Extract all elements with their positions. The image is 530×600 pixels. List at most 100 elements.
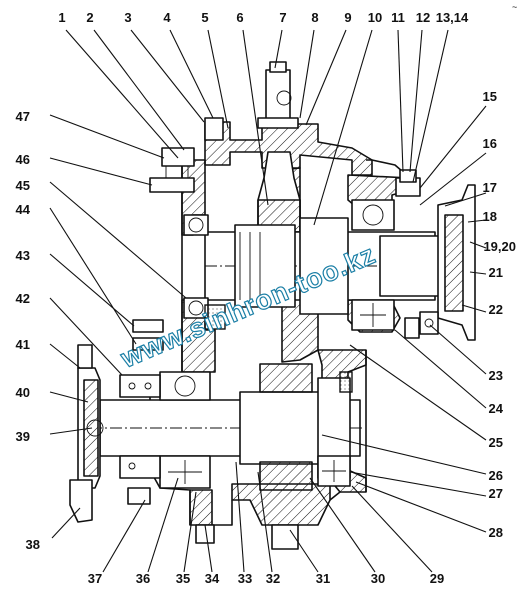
lower-right-bearing [317, 455, 351, 487]
callout-label-45: 45 [16, 178, 30, 193]
leader-line-38 [51, 507, 81, 539]
callout-label-13-14: 13,14 [436, 10, 469, 25]
leader-line-3 [130, 29, 205, 123]
callout-label-6: 6 [236, 10, 243, 25]
callout-label-38: 38 [26, 537, 40, 552]
callout-label-35: 35 [176, 571, 190, 586]
upper-left-bearing [183, 214, 209, 319]
callout-label-11: 11 [391, 10, 405, 25]
callout-label-5: 5 [201, 10, 208, 25]
callout-label-12: 12 [416, 10, 430, 25]
leader-line-26 [321, 434, 487, 475]
callout-label-33: 33 [238, 571, 252, 586]
leader-line-30 [309, 477, 376, 573]
leader-line-16 [419, 152, 487, 206]
callout-label-36: 36 [136, 571, 150, 586]
callout-label-22: 22 [489, 302, 503, 317]
leader-line-34 [204, 524, 213, 573]
leader-line-4 [169, 29, 214, 119]
upper-right-bearing [351, 199, 395, 331]
lower-left-bearing [159, 371, 211, 489]
leader-line-32 [257, 471, 273, 573]
callout-label-39: 39 [16, 429, 30, 444]
leader-line-24 [394, 329, 487, 409]
callout-label-41: 41 [16, 337, 30, 352]
leader-line-43 [49, 253, 135, 327]
callout-label-27: 27 [489, 486, 503, 501]
callout-label-24: 24 [489, 401, 504, 416]
callout-label-10: 10 [368, 10, 382, 25]
leader-line-46 [49, 157, 153, 186]
callout-label-46: 46 [16, 152, 30, 167]
leader-line-1 [65, 29, 179, 159]
callout-label-25: 25 [489, 435, 503, 450]
callout-label-26: 26 [489, 468, 503, 483]
callout-label-7: 7 [279, 10, 286, 25]
leader-line-41 [49, 343, 81, 369]
leader-line-9 [305, 29, 347, 126]
callout-label-44: 44 [16, 202, 31, 217]
callout-label-40: 40 [16, 385, 30, 400]
upper-shaft [204, 217, 443, 315]
callout-label-15: 15 [483, 89, 497, 104]
leader-line-28 [355, 481, 487, 533]
callout-label-19-20: 19,20 [483, 239, 516, 254]
leader-line-47 [49, 114, 165, 159]
leader-line-33 [235, 461, 245, 573]
callout-label-34: 34 [205, 571, 220, 586]
fasteners [127, 117, 420, 550]
leader-line-45 [49, 181, 187, 299]
callout-label-9: 9 [344, 10, 351, 25]
leader-line-17 [444, 192, 487, 207]
callout-label-28: 28 [489, 525, 503, 540]
leader-line-22 [461, 304, 487, 313]
leader-line-13-14 [412, 29, 449, 183]
callout-label-3: 3 [124, 10, 131, 25]
leader-line-15 [419, 105, 487, 189]
callout-label-30: 30 [371, 571, 385, 586]
leader-line-12 [409, 29, 423, 173]
leader-line-29 [351, 485, 433, 573]
corner-mark: ~ [512, 2, 517, 12]
leader-line-44 [49, 207, 137, 345]
callout-label-43: 43 [16, 248, 30, 263]
leader-line-8 [299, 29, 315, 119]
callout-label-17: 17 [483, 180, 497, 195]
leader-line-42 [49, 297, 123, 376]
callout-label-42: 42 [16, 291, 30, 306]
leader-line-2 [93, 29, 185, 151]
callout-label-37: 37 [88, 571, 102, 586]
callout-label-21: 21 [489, 265, 503, 280]
callout-label-23: 23 [489, 368, 503, 383]
oil-pocket [204, 304, 226, 330]
callout-label-32: 32 [266, 571, 280, 586]
callout-label-2: 2 [86, 10, 93, 25]
leader-line-31 [289, 529, 319, 573]
output-flange [395, 177, 476, 341]
leader-line-19-20 [469, 241, 487, 249]
leader-line-6 [242, 29, 269, 206]
callout-label-4: 4 [163, 10, 171, 25]
leader-line-7 [274, 29, 283, 69]
input-flange [69, 344, 161, 523]
callout-label-31: 31 [316, 571, 330, 586]
oil-pocket [339, 371, 353, 393]
leader-line-5 [207, 29, 229, 129]
leader-line-21 [469, 271, 487, 275]
leader-line-27 [349, 471, 487, 497]
callout-label-18: 18 [483, 209, 497, 224]
leader-line-37 [102, 499, 146, 573]
callout-label-16: 16 [483, 136, 497, 151]
leader-line-39 [49, 427, 93, 435]
lower-shaft [90, 363, 365, 491]
leader-line-35 [183, 491, 197, 573]
callout-label-47: 47 [16, 109, 30, 124]
callout-label-1: 1 [58, 10, 65, 25]
callout-label-8: 8 [311, 10, 318, 25]
leader-line-11 [397, 29, 404, 173]
leader-line-25 [349, 344, 487, 441]
leader-line-10 [313, 29, 373, 226]
leader-line-40 [49, 391, 89, 403]
